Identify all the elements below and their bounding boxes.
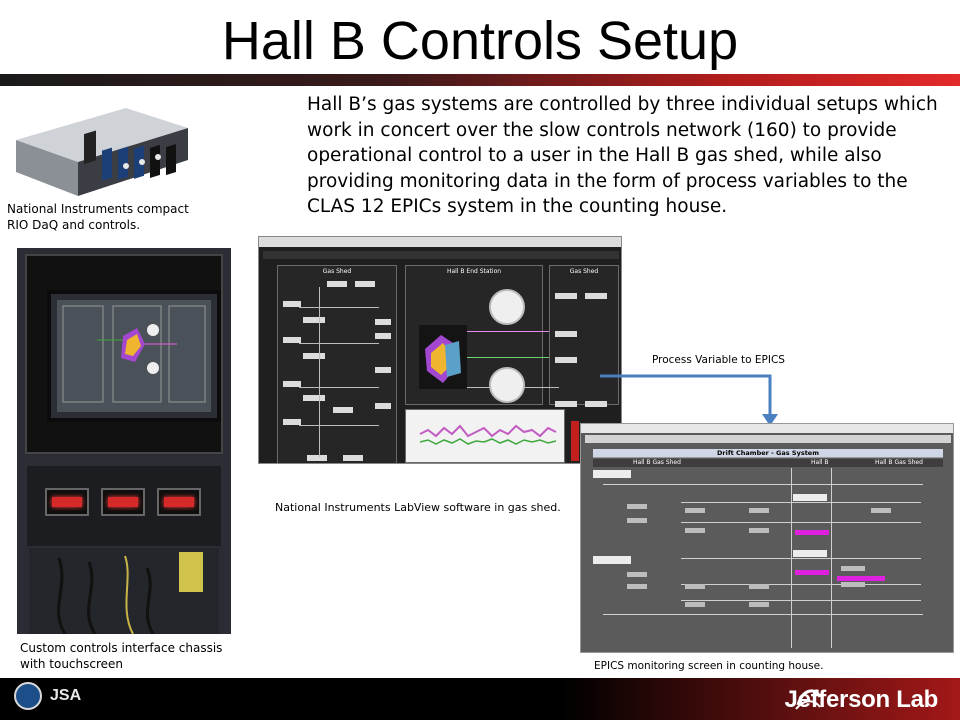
pressure-gauge xyxy=(489,367,525,403)
labview-menu-bar xyxy=(259,237,621,247)
footer-gradient xyxy=(560,678,960,720)
crio-hardware-image xyxy=(16,108,188,196)
jefferson-lab-wordmark: Jefferson Lab xyxy=(784,686,939,713)
led-readout xyxy=(45,488,89,516)
rack-top-frame xyxy=(25,254,223,454)
page-title: Hall B Controls Setup xyxy=(221,11,739,71)
intro-paragraph: Hall B’s gas systems are controlled by t… xyxy=(307,94,938,218)
led-readout xyxy=(157,488,201,516)
epics-column-headers: Hall B Gas Shed Hall B Hall B Gas Shed xyxy=(593,459,943,467)
labview-tab-strip xyxy=(263,251,619,259)
led-readout xyxy=(101,488,145,516)
doe-seal-icon xyxy=(14,682,42,710)
epics-window-bar xyxy=(581,424,953,433)
epics-header: Drift Chamber - Gas System xyxy=(593,449,943,458)
jsa-logo: JSA xyxy=(50,687,82,704)
epics-column-right: Hall B Gas Shed xyxy=(875,459,923,466)
rack-caption: Custom controls interface chassis with t… xyxy=(20,641,223,671)
labview-panel-gas-shed-left: Gas Shed xyxy=(277,265,397,463)
rack-chassis-image xyxy=(17,248,231,634)
touchscreen-display xyxy=(57,300,211,412)
title-rule xyxy=(0,74,960,86)
epics-screenshot: Drift Chamber - Gas System Hall B Gas Sh… xyxy=(580,423,954,653)
pressure-gauge xyxy=(489,289,525,325)
rack-display-panel xyxy=(27,466,221,546)
touchscreen xyxy=(47,290,221,422)
title-bar: Hall B Controls Setup xyxy=(0,0,960,78)
crio-caption: National Instruments compact RIO DaQ and… xyxy=(7,202,189,232)
labview-caption: National Instruments LabView software in… xyxy=(275,501,561,514)
labview-panel-title: Hall B End Station xyxy=(446,268,502,275)
detector-graphic xyxy=(419,325,467,389)
jefferson-lab-mark-icon xyxy=(795,689,822,710)
process-variable-label: Process Variable to EPICS xyxy=(652,354,785,366)
pv-arrow xyxy=(600,374,778,426)
labview-panel-title: Gas Shed xyxy=(322,268,352,275)
epics-toolbar xyxy=(585,435,951,443)
epics-column-left: Hall B Gas Shed xyxy=(633,459,681,466)
labview-panel-title: Gas Shed xyxy=(569,268,599,275)
labview-screenshot: Gas Shed Hall B End Station Gas Shed xyxy=(258,236,622,464)
epics-header-title: Drift Chamber - Gas System xyxy=(716,449,819,457)
epics-caption: EPICS monitoring screen in counting hous… xyxy=(594,660,824,672)
rack-cable-panel xyxy=(29,548,219,634)
labview-chart xyxy=(405,409,565,463)
footer-bar: JSA Jefferson Lab xyxy=(0,678,960,720)
epics-column-middle: Hall B xyxy=(811,459,829,466)
